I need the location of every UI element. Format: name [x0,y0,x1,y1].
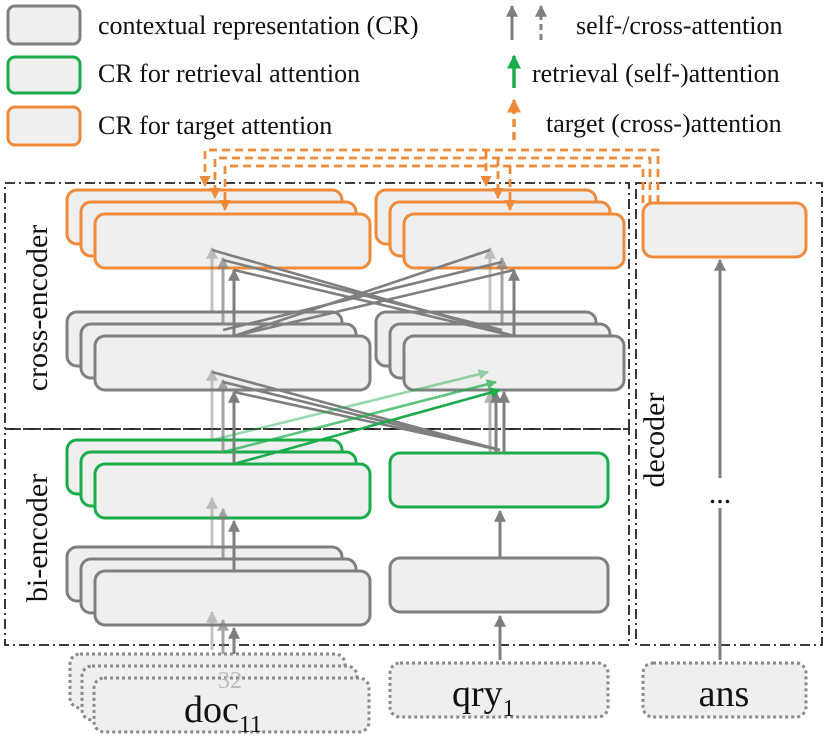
decoder-target-cr-block [641,201,808,259]
bi-encoder-label: bi-encoder [21,474,54,602]
legend-label-retrieval: retrieval (self-)attention [532,59,780,88]
ans-input-label: ans [699,673,750,715]
decoder-ellipsis: ... [709,477,732,510]
doc-label-base: doc [184,689,239,731]
target-attention-arrows [199,148,660,212]
qry-cross-encoder-gray-stack [374,310,626,392]
legend-label-cr-target: CR for target attention [98,111,332,140]
qry-input-label: qry1 [452,673,515,722]
qry-input-box [388,661,610,719]
ellipsis-mask [700,478,740,508]
legend: contextual representation (CR) CR for re… [6,4,783,147]
doc-input-stack [68,652,371,734]
cr-block [402,334,626,392]
doc-input-box [92,676,371,734]
legend-label-target: target (cross-)attention [546,109,782,138]
legend-swatch-cr-target [6,105,82,147]
doc-label-subscript: 11 [239,712,262,738]
self-attention-arrows [206,246,726,672]
legend-label-cr-retrieval: CR for retrieval attention [98,59,360,88]
legend-swatch-cr-retrieval [6,55,82,95]
doc-input-label: doc11 [184,689,262,738]
legend-label-self-cross: self-/cross-attention [576,11,783,40]
qry-label-subscript: 1 [503,696,515,722]
cr-block [93,334,372,392]
legend-swatch-cr [6,4,82,46]
retrieval-cr-block [93,462,372,520]
doc-bi-encoder-gray-stack [65,545,372,627]
qry-bi-encoder-cr-block [388,556,610,614]
retrieval-attention-arrows [211,369,502,466]
decoder-frame [635,182,823,646]
target-cr-block [93,212,372,270]
legend-label-cr: contextual representation (CR) [98,11,419,40]
qry-target-cr-stack [374,188,626,270]
cr-block [93,569,372,627]
qry-label-base: qry [452,673,503,715]
cross-attention-arrows [211,248,515,452]
ans-input-box [641,661,808,719]
doc-retrieval-cr-stack [65,438,372,520]
doc-cross-encoder-gray-stack [65,310,372,392]
doc-target-cr-stack [65,188,372,270]
qry-retrieval-cr-block [388,451,610,509]
target-cr-block [402,212,626,270]
decoder-label: decoder [638,393,671,488]
cross-encoder-label: cross-encoder [21,225,54,392]
doc-back-subscript: 32 [218,668,242,694]
